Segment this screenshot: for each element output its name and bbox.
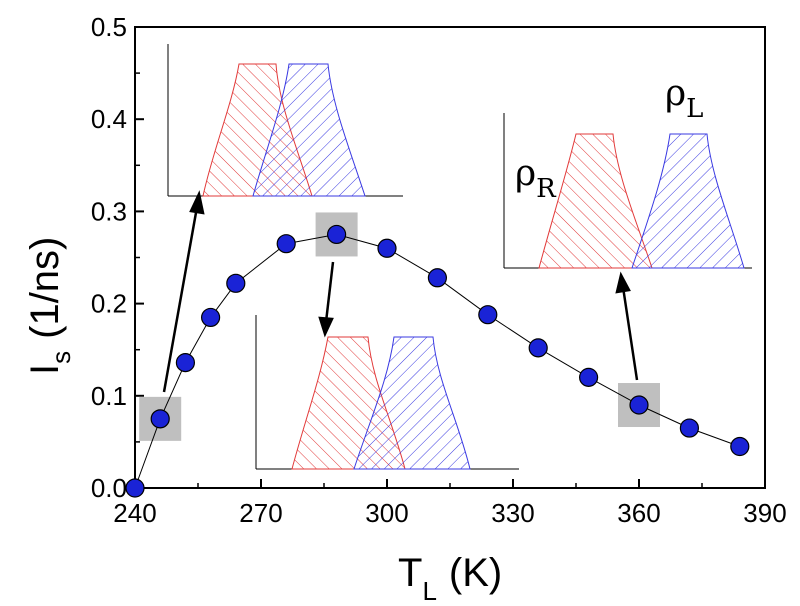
x-tick-label: 360 (617, 498, 660, 528)
x-tick-label: 300 (365, 498, 408, 528)
arrow-head-peak (318, 316, 334, 338)
x-axis-title: TL (K) (398, 551, 502, 606)
y-tick-label: 0.1 (91, 381, 127, 411)
data-point (201, 307, 221, 328)
arrow-to-inset-low (162, 206, 199, 393)
x-tick-label: 240 (113, 498, 156, 528)
x-tick-label: 390 (743, 498, 786, 528)
y-axis-unit: (1/ns) (23, 237, 67, 339)
y-axis-title: Is (1/ns) (23, 237, 76, 375)
highlight-boxes (139, 212, 660, 441)
data-point (679, 418, 700, 438)
data-point (377, 238, 397, 258)
inset-low-temperature (167, 44, 403, 197)
data-point (478, 305, 498, 325)
data-point (125, 478, 145, 498)
arrow-head-high (615, 271, 631, 294)
arrow-to-inset-peak (324, 261, 335, 323)
data-point (427, 268, 447, 288)
y-tick-label: 0.5 (91, 12, 127, 42)
y-tick-label: 0.0 (91, 473, 127, 503)
data-point (629, 395, 649, 415)
y-axis-symbol: I (23, 364, 67, 375)
inset-peak-temperature (255, 315, 519, 470)
data-point (150, 409, 170, 429)
rho-l-label: ρL (665, 73, 703, 124)
y-tick-label: 0.3 (91, 196, 127, 226)
y-axis-subscript: s (46, 351, 76, 364)
inset-peak-right-density (353, 336, 471, 470)
arrow-to-inset-high (621, 286, 639, 381)
inset-arrows (162, 190, 639, 393)
y-tick-label: 0.2 (91, 289, 127, 319)
arrow-head-low (189, 190, 205, 215)
x-axis-symbol: T (398, 551, 422, 595)
inset-high-left-density (538, 133, 653, 269)
x-tick-label: 270 (239, 498, 282, 528)
inset-high-temperature: ρR ρL (503, 73, 752, 269)
tick-labels: 240 270 300 330 360 390 0.0 0.1 0.2 0.3 0.4 0.5 (91, 12, 787, 528)
data-point (528, 338, 548, 358)
y-tick-label: 0.4 (91, 104, 127, 134)
x-tick-label: 330 (491, 498, 534, 528)
data-point (327, 224, 347, 245)
x-axis-subscript: L (422, 576, 436, 606)
data-point (730, 436, 750, 457)
data-point (276, 234, 296, 254)
inset-low-right-density (252, 63, 366, 197)
rho-r-label: ρR (515, 153, 557, 204)
data-points (125, 224, 750, 498)
x-axis-unit: (K) (449, 551, 502, 595)
data-point (175, 353, 195, 373)
data-point (226, 273, 246, 293)
inset-high-right-density (631, 133, 745, 269)
data-point (578, 367, 599, 387)
